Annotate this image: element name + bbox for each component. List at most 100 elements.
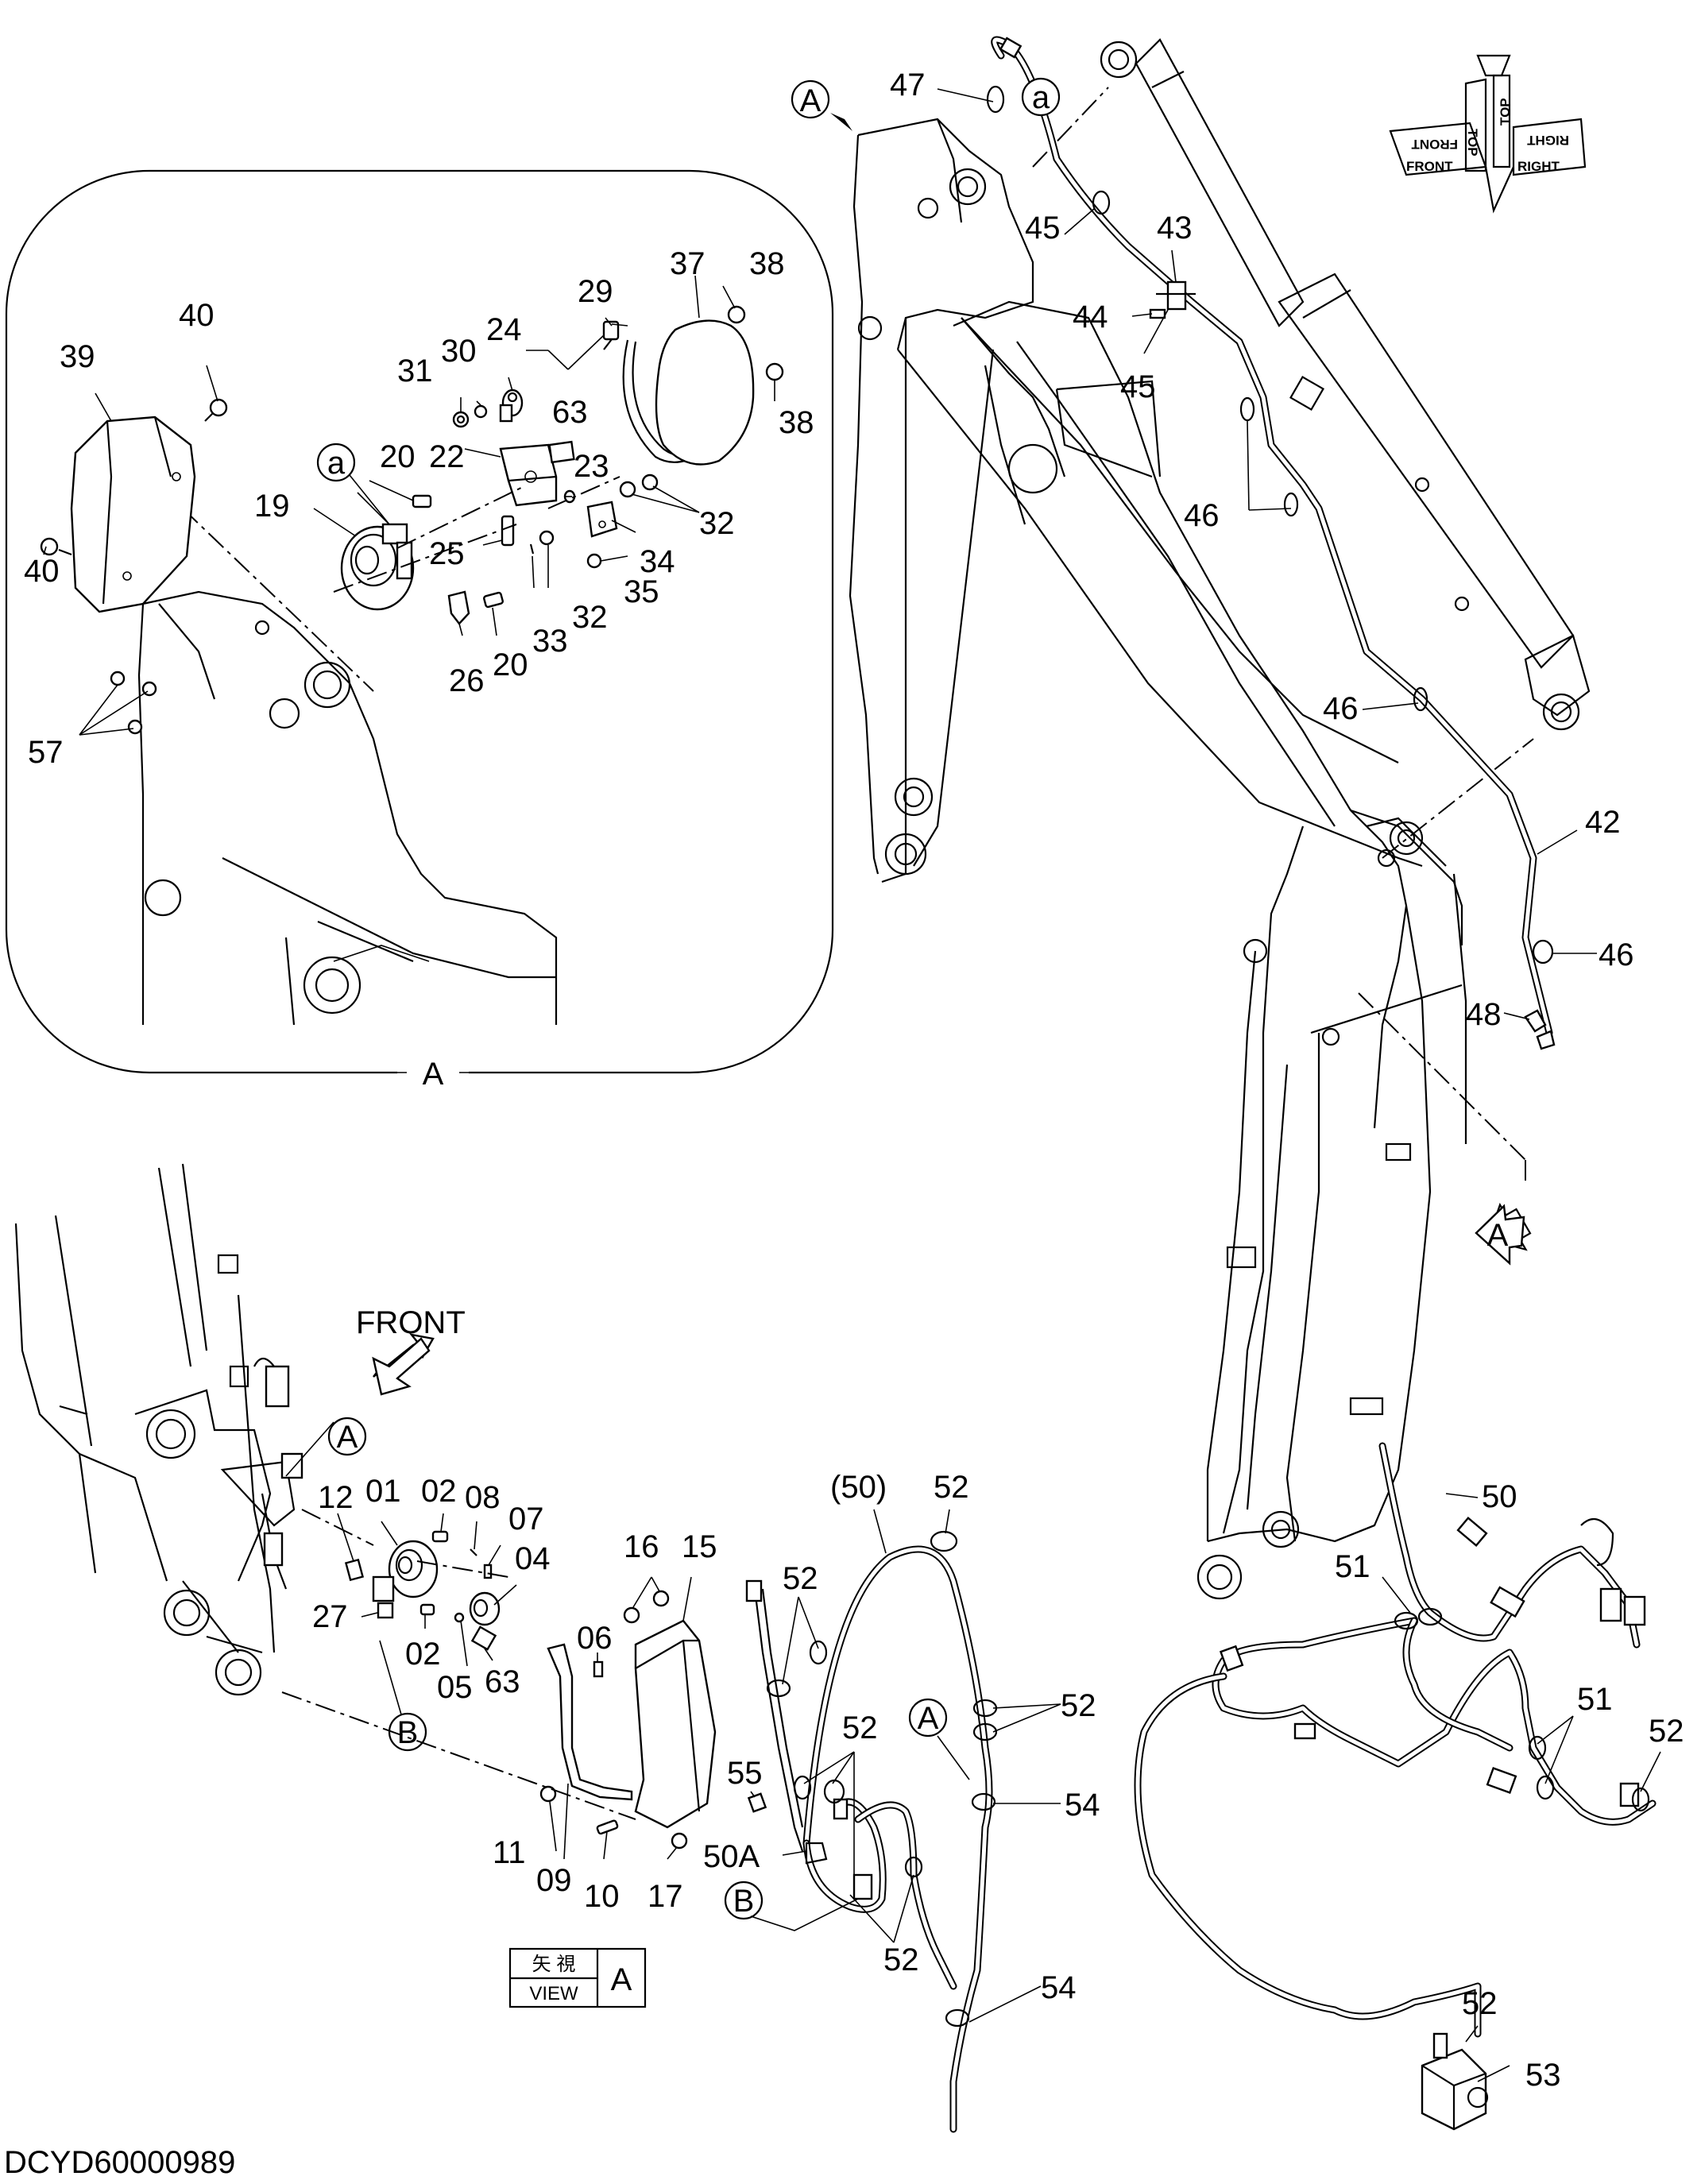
- orientation-top: TOP: [1465, 129, 1480, 157]
- part-label-46: 46: [1323, 691, 1359, 726]
- nut-31: [452, 411, 470, 428]
- part-label-11: 11: [493, 1835, 526, 1870]
- bolt-20-a: [412, 494, 432, 508]
- part-label-16: 16: [624, 1529, 659, 1564]
- part-label-34: 34: [640, 544, 675, 579]
- part-label-38: 38: [779, 405, 814, 440]
- boom-circle-A: A: [791, 79, 852, 131]
- part-label-35: 35: [624, 574, 659, 609]
- detail-a-panel: A: [5, 169, 834, 1092]
- part-label-52: 52: [783, 1561, 818, 1596]
- clip-26: [447, 590, 470, 625]
- part-label-63: 63: [485, 1664, 520, 1699]
- part-label-52: 52: [842, 1710, 878, 1745]
- washer-30: [474, 404, 488, 419]
- arm-29: [622, 339, 700, 463]
- part-label-45: 45: [1120, 369, 1156, 404]
- part-label-08: 08: [465, 1480, 501, 1515]
- block-22: [499, 443, 558, 507]
- part-label-57: 57: [28, 735, 64, 770]
- part-label-02: 02: [405, 1637, 441, 1672]
- part-label-05: 05: [437, 1670, 473, 1705]
- center-harness-part-numbers: (50) 52 52 52 52 52 54 54 55 50A: [703, 1470, 1100, 2005]
- view-circle-A: A: [285, 1417, 367, 1477]
- rivets-57: [110, 671, 157, 735]
- part-label-46: 46: [1184, 498, 1220, 533]
- svg-text:B: B: [397, 1715, 419, 1750]
- part-label-46: 46: [1599, 937, 1634, 972]
- part-label-47: 47: [890, 68, 926, 102]
- part-label-30: 30: [441, 334, 477, 369]
- view-a-box: 矢 視 VIEW A: [508, 1947, 647, 2008]
- bolt-17: [671, 1832, 688, 1850]
- pin-06: [593, 1660, 604, 1678]
- cover-15: [634, 1619, 717, 1829]
- detail-a-caption: A: [423, 1057, 444, 1092]
- boom-assembly: A a A 47 45: [791, 36, 1634, 1600]
- part-label-06: 06: [577, 1621, 613, 1656]
- part-label-52: 52: [1649, 1714, 1684, 1749]
- relay-53: [1421, 2032, 1489, 2131]
- lower-harness-50: 50 51 51 52 52 53: [1134, 1442, 1684, 2131]
- pin-08: [470, 1548, 477, 1556]
- part-label-50A: 50A: [703, 1839, 760, 1874]
- part-label-52: 52: [1462, 1986, 1498, 2021]
- hydraulic-cylinder: [1100, 38, 1591, 731]
- lower-harness-leaders: [1382, 1493, 1661, 2082]
- bolt-38-right: [765, 362, 784, 381]
- bolt-25: [501, 515, 515, 547]
- part-label-63: 63: [552, 395, 588, 430]
- svg-text:B: B: [733, 1884, 755, 1919]
- part-label-48: 48: [1466, 997, 1502, 1032]
- cover-bracket-39: [70, 416, 196, 613]
- part-label-54: 54: [1065, 1788, 1100, 1823]
- part-label-39: 39: [60, 339, 95, 374]
- part-label-24: 24: [486, 312, 522, 347]
- wire-harness-42: [986, 36, 1556, 1050]
- part-label-15: 15: [682, 1529, 717, 1564]
- harness-circle-B: B: [724, 1881, 859, 1931]
- view-a-part-numbers: 01 02 02 04 05 06 07 08 09 10 11 12 15 1…: [312, 1474, 717, 1914]
- part-label-23: 23: [574, 449, 609, 484]
- orientation-front: FRONT: [1406, 159, 1453, 174]
- angle-sensor-19: [340, 523, 415, 611]
- plate-34: [586, 501, 618, 538]
- part-label-42: 42: [1585, 805, 1621, 840]
- part-label-07: 07: [508, 1502, 544, 1537]
- part-label-19: 19: [254, 489, 290, 524]
- bolt-10: [596, 1819, 619, 1835]
- svg-text:A: A: [337, 1420, 358, 1455]
- lower-harness-part-numbers: 50 51 51 52 52 53: [1335, 1479, 1684, 2093]
- part-label-40: 40: [24, 554, 60, 589]
- clip-12: [344, 1558, 365, 1582]
- harness-circle-A: A: [908, 1698, 970, 1780]
- collar-04: [469, 1591, 501, 1626]
- drawing-code: DCYD60000989: [4, 2145, 235, 2180]
- part-label-27: 27: [312, 1599, 348, 1634]
- view-arrow-A: A: [1475, 1202, 1532, 1266]
- boom-part-numbers: 47 45 45 43 44 46 46 46 42 48: [890, 68, 1634, 1032]
- part-label-45: 45: [1025, 211, 1061, 245]
- washer-32-a: [619, 481, 636, 498]
- label-plate-63: [548, 440, 575, 464]
- orientation-top-mirror: TOP: [1498, 98, 1513, 126]
- part-label-10: 10: [584, 1879, 620, 1914]
- svg-text:a: a: [1032, 80, 1050, 115]
- detail-boom-head: [137, 508, 558, 1026]
- detail-circle-a: a: [316, 443, 390, 525]
- washer-32-c: [539, 530, 555, 546]
- part-label-17: 17: [648, 1879, 683, 1914]
- bolt-38-top: [727, 305, 746, 324]
- part-label-31: 31: [397, 354, 433, 388]
- part-label-50-paren: (50): [830, 1470, 887, 1505]
- orientation-front-mirror: FRONT: [1411, 137, 1458, 152]
- pin-07: [483, 1564, 493, 1579]
- part-label-50: 50: [1482, 1479, 1517, 1514]
- orientation-right: RIGHT: [1517, 159, 1560, 174]
- part-label-43: 43: [1157, 211, 1193, 245]
- svg-text:A: A: [918, 1701, 939, 1736]
- part-label-55: 55: [727, 1756, 763, 1791]
- pin-33: [529, 543, 535, 555]
- part-label-22: 22: [429, 439, 465, 474]
